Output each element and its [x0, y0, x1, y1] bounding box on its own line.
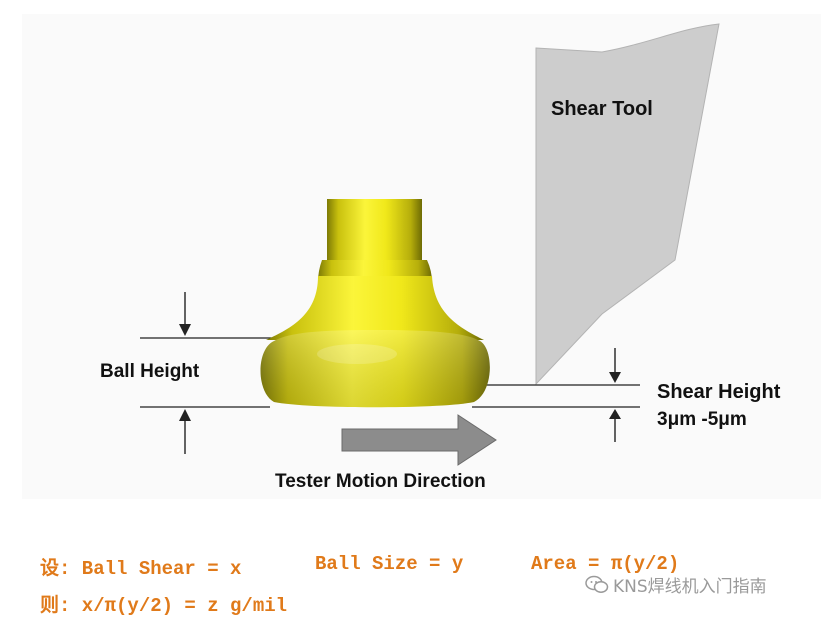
watermark-text: KNS焊线机入门指南: [613, 577, 767, 597]
formula-ball-size: Ball Size = y: [315, 553, 464, 575]
ball-height-arrow-top: [179, 292, 191, 336]
ball-height-label: Ball Height: [100, 361, 200, 382]
formula-ball-shear: 设: Ball Shear = x: [40, 558, 242, 580]
motion-direction-arrow: [341, 414, 497, 466]
wechat-icon: [585, 575, 609, 593]
formula-result: 则: x/π(y/2) = z g/mil: [40, 595, 288, 617]
bonded-ball: [260, 199, 490, 408]
ball-shear-diagram: [140, 23, 720, 466]
shear-height-arrow-top: [609, 348, 621, 383]
motion-direction-label: Tester Motion Direction: [275, 471, 486, 492]
watermark: KNS焊线机入门指南: [585, 572, 767, 597]
shear-tool: [535, 23, 720, 386]
shear-height-label: Shear Height: [657, 381, 781, 403]
shear-height-arrow-bottom: [609, 409, 621, 442]
ball-height-arrow-bottom: [179, 409, 191, 454]
shear-height-range: 3μm -5μm: [657, 409, 747, 430]
formula-area: Area = π(y/2): [531, 553, 680, 575]
shear-tool-label: Shear Tool: [551, 98, 653, 120]
diagram-panel: Shear Tool Ball Height Shear Height 3μm …: [22, 14, 821, 499]
